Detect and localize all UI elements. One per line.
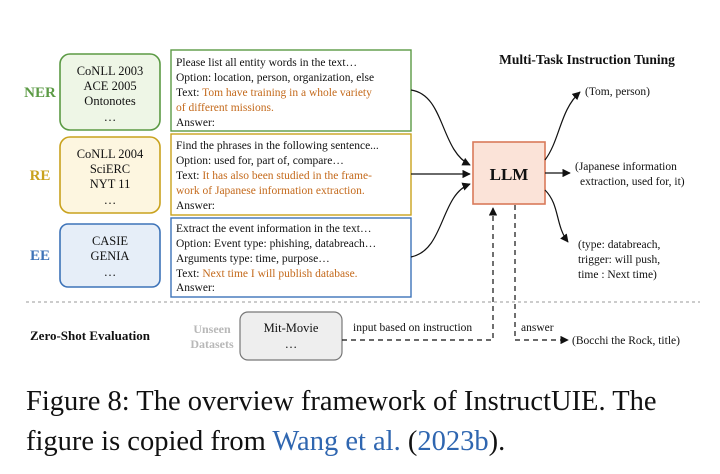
output-ee-line1: (type: databreach, xyxy=(578,239,660,251)
answer-label: answer xyxy=(521,322,554,334)
prompt-line: Extract the event information in the tex… xyxy=(176,223,371,235)
prompt-text-line: Text: Next time I will publish database. xyxy=(176,268,358,280)
zero-shot-output: (Bocchi the Rock, title) xyxy=(572,335,680,347)
task-label-ee: EE xyxy=(30,248,50,264)
arrow-llm-to-answer xyxy=(514,205,569,345)
prompt-box-ner xyxy=(170,49,412,132)
prompt-answer: Answer: xyxy=(176,117,215,129)
prompt-box-re xyxy=(170,133,412,216)
dataset-item: CoNLL 2004 xyxy=(77,147,144,161)
prompt-box-ee xyxy=(170,217,412,298)
prompt-answer: Answer: xyxy=(176,200,215,212)
unseen-dataset-more: … xyxy=(285,337,298,351)
prompt-line: Please list all entity words in the text… xyxy=(176,57,357,69)
citation-link[interactable]: Wang et al. xyxy=(272,426,401,457)
caption-text: Figure 8: The overview framework of Inst… xyxy=(26,386,657,457)
arrow-dataset-to-llm xyxy=(342,207,498,341)
dataset-box-re xyxy=(59,136,161,214)
dataset-item: GENIA xyxy=(91,249,130,263)
dataset-item: … xyxy=(104,110,117,124)
caption-open-paren: ( xyxy=(400,426,418,457)
prompt-text-line: Text: It has also been studied in the fr… xyxy=(176,170,372,182)
dataset-item: NYT 11 xyxy=(90,177,131,191)
diagram-title: Multi-Task Instruction Tuning xyxy=(499,52,675,67)
zero-shot-label: Zero-Shot Evaluation xyxy=(30,328,151,343)
dataset-item: ACE 2005 xyxy=(83,79,136,93)
arrow-llm-to-ner-output xyxy=(544,91,581,161)
unseen-label-2: Datasets xyxy=(190,337,234,351)
prompt-answer: Answer: xyxy=(176,282,215,294)
dataset-item: CASIE xyxy=(92,234,128,248)
input-instruction-label: input based on instruction xyxy=(353,322,472,334)
dataset-item: … xyxy=(104,193,117,207)
dataset-item: … xyxy=(104,265,117,279)
unseen-label-1: Unseen xyxy=(193,322,231,336)
arrow-ner-to-llm xyxy=(410,89,471,166)
unseen-dataset-name: Mit-Movie xyxy=(264,321,319,335)
task-label-ner: NER xyxy=(24,85,56,101)
output-ee-line2: trigger: will push, xyxy=(578,254,660,266)
unseen-dataset-box xyxy=(239,311,343,361)
prompt-line: Arguments type: time, purpose… xyxy=(176,253,330,265)
dataset-box-ner xyxy=(59,53,161,131)
dataset-item: Ontonotes xyxy=(84,94,136,108)
citation-year-link[interactable]: 2023b xyxy=(417,426,489,457)
task-label-re: RE xyxy=(30,168,51,184)
figure-caption: Figure 8: The overview framework of Inst… xyxy=(26,382,706,462)
prompt-line: Option: Event type: phishing, databreach… xyxy=(176,238,376,250)
arrow-llm-to-ee-output xyxy=(544,189,569,243)
llm-label: LLM xyxy=(490,165,529,184)
prompt-text-cont: work of Japanese information extraction. xyxy=(176,185,365,197)
prompt-line: Find the phrases in the following senten… xyxy=(176,140,379,152)
dataset-item: SciERC xyxy=(90,162,130,176)
output-ner: (Tom, person) xyxy=(585,86,650,98)
output-re-line1: (Japanese information xyxy=(575,161,677,173)
caption-close: ). xyxy=(488,426,506,457)
dataset-box-ee xyxy=(59,223,161,288)
prompt-text-cont: of different missions. xyxy=(176,102,274,114)
prompt-line: Option: location, person, organization, … xyxy=(176,72,374,84)
dataset-item: CoNLL 2003 xyxy=(77,64,144,78)
output-ee-line3: time : Next time) xyxy=(578,269,657,281)
prompt-text-line: Text: Tom have training in a whole varie… xyxy=(176,87,372,99)
arrow-ee-to-llm xyxy=(410,182,471,258)
output-re-line2: extraction, used for, it) xyxy=(580,176,685,188)
prompt-line: Option: used for, part of, compare… xyxy=(176,155,344,167)
